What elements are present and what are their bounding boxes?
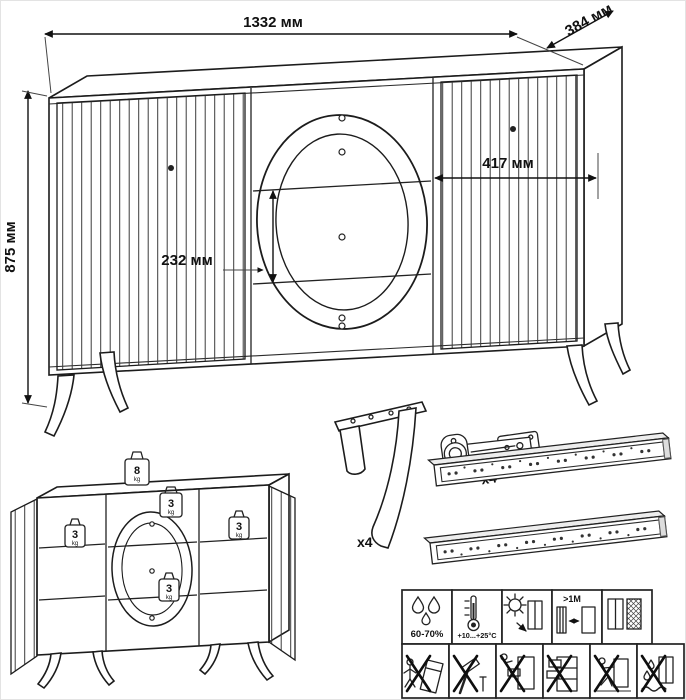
temperature-icon: +10...+25°C [451, 589, 503, 645]
dim-depth: 384 мм [546, 1, 615, 49]
oval-frame-outer [256, 114, 428, 330]
heater-distance-icon: >1M [551, 589, 603, 645]
load-weight-left-shelf: 3 kg [64, 518, 86, 548]
right-door [440, 74, 578, 350]
svg-text:+10...+25°C: +10...+25°C [457, 631, 497, 640]
dim-depth-label: 384 мм [562, 1, 615, 40]
dim-height-label: 875 мм [2, 221, 19, 272]
warning-open-drawers-icon [542, 643, 591, 699]
leg-mounting-plate [333, 401, 428, 432]
open-right-door [268, 484, 296, 662]
dim-width-label: 1332 мм [243, 14, 303, 31]
warning-climb-icon [495, 643, 544, 699]
left-shelf-2 [38, 595, 106, 601]
load-weight-drawer-top: 3 kg [159, 486, 183, 518]
right-door-knob [510, 126, 516, 132]
leg-short-arm [339, 425, 366, 475]
load-weight-top: 8 kg [124, 451, 150, 486]
open-left-door [10, 497, 38, 676]
oval-screw-bottom [338, 322, 346, 330]
leg-back-left [99, 351, 130, 414]
open-oval-outer [111, 511, 193, 627]
right-shelf-1 [199, 537, 268, 543]
load-weight-right-shelf: 3 kg [228, 510, 250, 540]
drawer-slide-1 [426, 432, 672, 487]
dim-drawer-label: 232 мм [161, 252, 212, 269]
dim-drawer-height: 232 мм [161, 190, 277, 283]
care-icon-grid: 60-70% +10...+25°C [401, 589, 685, 699]
main-cabinet-drawing: 1332 мм 384 мм 875 мм 417 мм 232 мм [2, 1, 632, 438]
drawer-gap-bottom [252, 273, 432, 285]
svg-text:kg: kg [72, 541, 78, 547]
svg-text:3: 3 [236, 521, 242, 533]
right-shelf-2 [199, 589, 268, 595]
open-cabinet-drawing: 8 kg 3 kg 3 kg 3 kg 3 kg [10, 451, 296, 690]
drawer-knob-2 [338, 233, 346, 241]
humidity-icon: 60-70% [401, 589, 453, 645]
warning-drag-icon [589, 643, 638, 699]
dim-niche-width: 417 мм [434, 153, 599, 199]
svg-text:kg: kg [236, 533, 242, 539]
svg-text:kg: kg [168, 510, 174, 516]
dim-height: 875 мм [2, 90, 48, 408]
wall-mount-icon [601, 589, 653, 645]
warning-tools-icon [448, 643, 497, 699]
svg-text:8: 8 [134, 465, 140, 477]
svg-text:3: 3 [72, 529, 78, 541]
drawer-gap-top [252, 180, 432, 192]
dim-niche-label: 417 мм [482, 155, 533, 172]
leg-part-drawing: x4 [333, 401, 428, 550]
drawer-knob-3 [338, 314, 346, 322]
leg-back-right [604, 322, 632, 376]
left-door [56, 92, 246, 371]
svg-text:3: 3 [166, 583, 172, 595]
sunlight-warning-icon [501, 589, 553, 645]
warning-tilt-icon [401, 643, 450, 699]
svg-text:3: 3 [168, 498, 174, 510]
oval-screw-top [338, 114, 346, 122]
drawer-slide-2 [422, 510, 668, 565]
drawer-slides-drawing [422, 432, 672, 565]
svg-text:60-70%: 60-70% [411, 629, 444, 640]
svg-text:kg: kg [166, 595, 172, 601]
leg-front-left [43, 374, 75, 438]
dim-width: 1332 мм [44, 14, 584, 94]
leg-front-right [566, 344, 599, 407]
drawer-knob-1 [338, 148, 346, 156]
load-weight-lower-drawer: 3 kg [158, 572, 180, 602]
svg-text:kg: kg [134, 477, 140, 483]
leg-qty-label: x4 [357, 534, 373, 550]
svg-text:>1M: >1M [563, 594, 581, 604]
left-door-knob [168, 165, 174, 171]
warning-moisture-icon [636, 643, 685, 699]
cabinet-right-side [583, 45, 623, 348]
leg-body [371, 407, 417, 549]
